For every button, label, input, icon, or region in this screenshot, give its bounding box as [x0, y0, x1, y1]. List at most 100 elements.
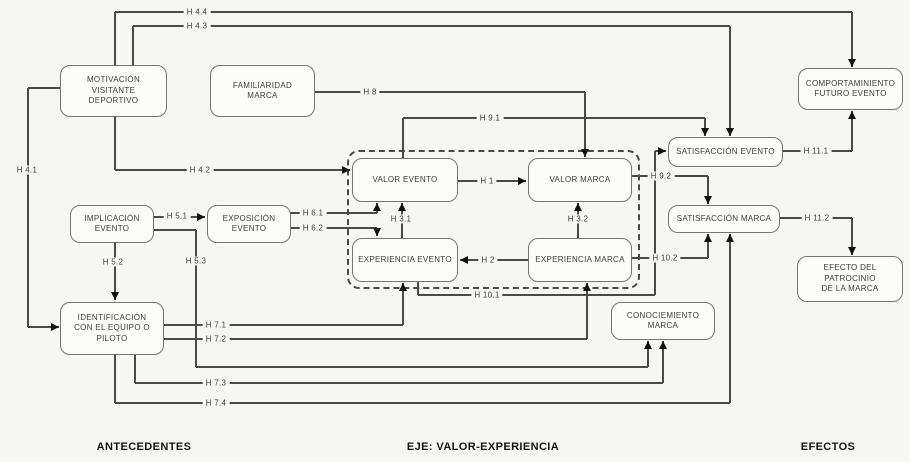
- node-efecto-patrocinio-marca: EFECTO DEL PATROCINIO DE LA MARCA: [797, 256, 903, 302]
- edge-h7-1: [402, 283, 404, 325]
- footer-label-eje-valor-experiencia: EJE: VALOR-EXPERIENCIA: [406, 441, 560, 453]
- node-comportamiento-futuro-evento: COMPORTAMINIENTO FUTURO EVENTO: [798, 68, 903, 110]
- node-experiencia-evento: EXPERIENCIA EVENTO: [352, 238, 458, 282]
- edge-label-h4-1: H 4.1: [13, 165, 41, 175]
- arrowhead-h5-2: [111, 292, 119, 300]
- edge-h6-2: [290, 227, 377, 229]
- edge-h5-2: [114, 243, 116, 300]
- edge-h7-3: [135, 382, 663, 384]
- edge-h7-4: [114, 355, 116, 403]
- edge-h8: [584, 92, 586, 157]
- edge-h10-1: [417, 282, 419, 295]
- arrowhead-h4-4: [848, 59, 856, 67]
- edge-label-h11-1: H 11.1: [800, 146, 832, 156]
- edge-h4-1: [28, 87, 60, 89]
- arrowhead-h4-3: [726, 128, 734, 136]
- node-valor-marca: VALOR MARCA: [528, 158, 632, 202]
- edge-h4-4: [851, 12, 853, 67]
- footer-label-antecedentes: ANTECEDENTES: [96, 441, 192, 453]
- node-identificacion-equipo-piloto: IDENTIFICACIÓN CON EL EQUIPO O PILOTO: [60, 302, 164, 355]
- edge-h4-2: [115, 169, 350, 171]
- edge-label-h9-1: H 9.1: [476, 113, 504, 123]
- arrowhead-h7-4: [726, 234, 734, 242]
- node-motivacion-visitante-deportivo: MOTIVACIÓN VISITANTE DEPORTIVO: [60, 65, 167, 117]
- edge-h7-2: [164, 338, 587, 340]
- edge-h10-1: [418, 294, 655, 296]
- edge-h4-3: [133, 25, 730, 27]
- node-valor-evento: VALOR EVENTO: [352, 158, 458, 202]
- node-satisfaccion-evento: SATISFACCIÓN EVENTO: [668, 137, 783, 167]
- arrowhead-h4-2: [342, 166, 350, 174]
- edge-h7-1: [164, 324, 403, 326]
- edge-label-h2: H 2: [478, 255, 498, 265]
- edge-label-h5-2: H 5.2: [99, 257, 127, 267]
- arrowhead-h10-1: [658, 147, 666, 155]
- arrowhead-h7-1: [399, 283, 407, 291]
- edge-h7-2: [586, 283, 588, 339]
- node-conocimiento-marca: CONOCIEMIENTO MARCA: [611, 302, 715, 340]
- arrowhead-h5-3: [644, 341, 652, 349]
- arrowhead-h4-1: [51, 323, 59, 331]
- edge-label-h5-1: H 5.1: [163, 211, 191, 221]
- edge-label-h10-1: H 10.1: [471, 290, 503, 300]
- edge-h10-2: [707, 234, 709, 258]
- edge-h9-1: [403, 117, 705, 119]
- arrowhead-h2: [460, 256, 468, 264]
- node-implicacion-evento: IMPLICACIÓN EVENTO: [70, 205, 154, 243]
- arrowhead-h3-2: [574, 203, 582, 211]
- edge-h4-4: [114, 12, 116, 65]
- edge-label-h3-2: H 3.2: [564, 214, 592, 224]
- edge-h5-3: [195, 230, 197, 367]
- edge-label-h11-2: H 11.2: [801, 213, 833, 223]
- edge-h7-3: [662, 341, 664, 383]
- arrowhead-h7-2: [583, 283, 591, 291]
- edge-h11-2: [851, 218, 853, 255]
- node-familiaridad-marca: FAMILIARIDAD MARCA: [210, 65, 315, 117]
- arrowhead-h9-1: [701, 128, 709, 136]
- arrowhead-h6-1: [373, 203, 381, 211]
- edge-h6-1: [290, 212, 377, 214]
- edge-label-h7-2: H 7.2: [202, 334, 230, 344]
- edge-label-h6-2: H 6.2: [299, 223, 327, 233]
- arrowhead-h3-1: [398, 203, 406, 211]
- edge-h7-3: [134, 355, 136, 383]
- arrowhead-h5-1: [197, 213, 205, 221]
- edge-label-h9-2: H 9.2: [647, 171, 675, 181]
- edge-h4-1: [28, 326, 59, 328]
- edge-h4-1: [27, 88, 29, 327]
- edge-h4-3: [132, 26, 134, 65]
- edge-label-h7-1: H 7.1: [202, 320, 230, 330]
- edge-h9-1: [704, 118, 706, 136]
- edge-h9-1: [402, 118, 404, 158]
- node-satisfaccion-marca: SATISFACCIÓN MARCA: [668, 205, 780, 233]
- edge-h11-1: [851, 111, 853, 151]
- edge-label-h10-2: H 10.2: [649, 253, 681, 263]
- arrowhead-h1: [518, 177, 526, 185]
- edge-h4-3: [729, 26, 731, 136]
- edge-label-h4-4: H 4.4: [183, 7, 211, 17]
- footer-label-efectos: EFECTOS: [800, 441, 856, 453]
- edge-h5-3: [196, 366, 648, 368]
- eje-valor-experiencia-dashed-box: [347, 150, 640, 289]
- edge-label-h4-2: H 4.2: [186, 165, 214, 175]
- arrowhead-h9-2: [704, 196, 712, 204]
- node-exposicion-evento: EXPOSICIÓN EVENTO: [207, 205, 291, 243]
- arrowhead-h11-2: [848, 247, 856, 255]
- arrowhead-h8: [581, 149, 589, 157]
- arrowhead-h7-3: [659, 341, 667, 349]
- edge-h10-1: [654, 151, 656, 295]
- edge-label-h7-4: H 7.4: [202, 398, 230, 408]
- edge-h8: [315, 91, 585, 93]
- arrowhead-h11-1: [848, 111, 856, 119]
- edge-h9-2: [707, 176, 709, 204]
- edge-h5-3: [647, 341, 649, 367]
- edge-label-h6-1: H 6.1: [299, 208, 327, 218]
- edge-label-h4-3: H 4.3: [183, 21, 211, 31]
- edge-label-h8: H 8: [360, 87, 380, 97]
- edge-h4-2: [114, 117, 116, 170]
- arrowhead-h6-2: [373, 228, 381, 236]
- arrowhead-h10-2: [704, 234, 712, 242]
- edge-h7-4: [115, 402, 730, 404]
- edge-label-h1: H 1: [477, 176, 497, 186]
